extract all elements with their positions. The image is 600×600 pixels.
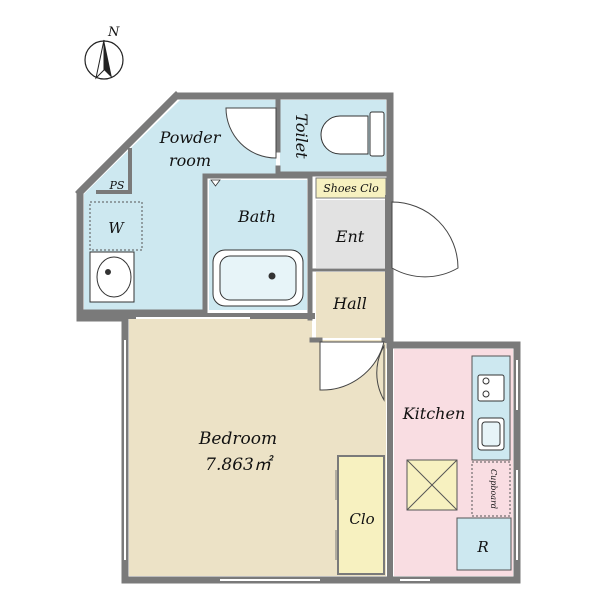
entrance [316, 200, 386, 268]
bedroom-area-label: 7.863㎡ [205, 455, 274, 475]
stove-icon [477, 374, 505, 402]
washer-space [89, 201, 143, 251]
kitchen-counter [471, 355, 511, 461]
hall-label: Hall [332, 294, 367, 313]
kitchen-label: Kitchen [402, 404, 466, 423]
entrance-label: Ent [335, 227, 365, 246]
closet-label: Clo [349, 510, 374, 528]
bath-entry-marker [210, 179, 221, 187]
refrigerator-space [456, 517, 512, 571]
shoes-closet [315, 177, 387, 199]
bedroom-label: Bedroom [198, 429, 277, 449]
cupboard-label: Cupboard [489, 469, 498, 509]
ps-label: PS [109, 179, 125, 192]
kitchen-storage [406, 459, 458, 511]
powder-room-label-2: room [169, 151, 211, 170]
window-frames [122, 345, 128, 555]
compass: N [84, 25, 124, 80]
windows [124, 317, 518, 581]
north-label: N [107, 25, 120, 40]
powder-room-label-1: Powder [159, 128, 222, 147]
refrigerator-label: R [476, 538, 488, 556]
interior-walls [75, 91, 393, 583]
shoes-closet-label: Shoes Clo [323, 182, 379, 195]
sink-icon [477, 417, 505, 451]
bath-label: Bath [237, 207, 276, 226]
closet [337, 455, 385, 575]
cupboard [471, 461, 511, 517]
washer-label: W [108, 219, 125, 237]
bathtub-fixture [212, 249, 304, 307]
toilet-fixture [320, 111, 385, 157]
north-arrow-icon [84, 39, 124, 80]
toilet-label: Toilet [292, 113, 311, 159]
doors [225, 107, 459, 402]
hall [316, 272, 386, 338]
washbasin-fixture [89, 251, 135, 303]
